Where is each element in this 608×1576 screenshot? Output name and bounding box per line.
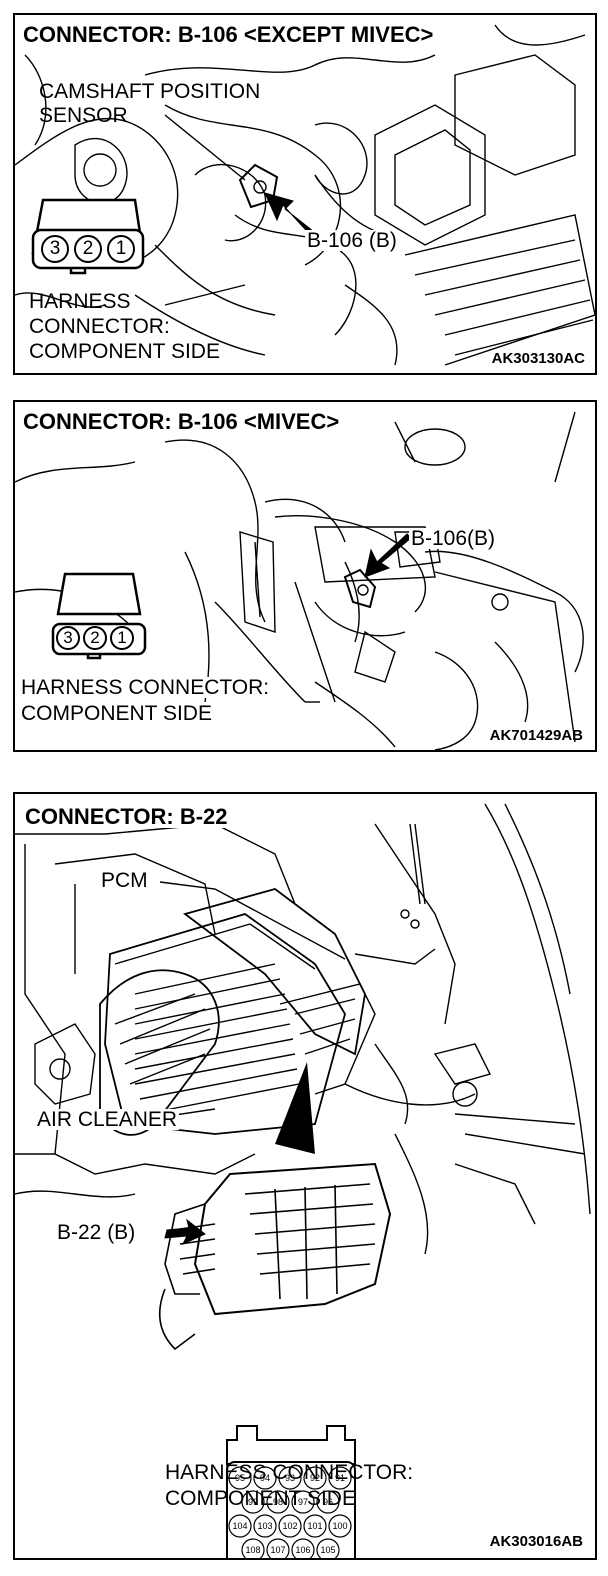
panel-title: CONNECTOR: B-106 <MIVEC>	[23, 409, 340, 434]
harness-label-line2: COMPONENT SIDE	[21, 702, 212, 725]
harness-label-line3: COMPONENT SIDE	[29, 340, 220, 363]
connector-callout: B-106(B)	[409, 527, 498, 550]
panel-title: CONNECTOR: B-106 <EXCEPT MIVEC>	[23, 22, 434, 47]
pin-label: 97	[297, 1497, 308, 1507]
harness-label-line2: COMPONENT SIDE	[165, 1487, 356, 1510]
engine-illustration	[15, 411, 584, 750]
pin-label: 105	[320, 1545, 336, 1555]
pin-label: 1	[117, 628, 127, 647]
pin-label: 2	[90, 628, 100, 647]
air-cleaner-callout: AIR CLEANER	[37, 1108, 180, 1131]
harness-label-line2: CONNECTOR:	[29, 315, 170, 338]
pin-label: 103	[257, 1521, 273, 1531]
pin-label: 91	[334, 1473, 345, 1483]
diagram-panel-b106-mivec: CONNECTOR: B-106 <MIVEC> B-106(B) 3 2 1 …	[13, 400, 597, 752]
pin-label: 99	[247, 1497, 258, 1507]
sensor-label-line2: SENSOR	[39, 104, 128, 127]
pin-label: 3	[63, 628, 73, 647]
harness-label-line1: HARNESS CONNECTOR:	[21, 677, 274, 698]
pin-label: 102	[282, 1521, 298, 1531]
pin-circles	[228, 1466, 352, 1558]
engine-bay-illustration	[15, 803, 591, 1558]
pin-label: 1	[115, 238, 127, 259]
pin-label: 108	[245, 1545, 261, 1555]
pin-label: 96	[322, 1497, 333, 1507]
sensor-label-line1: CAMSHAFT POSITION	[39, 80, 261, 103]
pin-label: 3	[49, 238, 61, 259]
pin-label: 106	[295, 1545, 311, 1555]
pin-label: 2	[82, 238, 94, 259]
connector-callout: B-22 (B)	[57, 1221, 136, 1244]
diagram-panel-b22: CONNECTOR: B-22 PCM AIR CLEANER B-22 (B)…	[13, 792, 597, 1560]
pin-label: 95	[234, 1473, 245, 1483]
pin-label: 107	[270, 1545, 286, 1555]
pin-label: 94	[259, 1473, 270, 1483]
harness-label-line1: HARNESS	[29, 290, 131, 313]
pin-label: 98	[272, 1497, 283, 1507]
harness-label-line1: HARNESS CONNECTOR:	[165, 1461, 414, 1484]
pin-label: 100	[332, 1521, 348, 1531]
pin-label: 92	[309, 1473, 320, 1483]
figure-code: AK701429AB	[489, 727, 583, 744]
pin-label: 93	[284, 1473, 295, 1483]
figure-code: AK303130AC	[491, 350, 585, 367]
connector-callout: B-106 (B)	[305, 229, 399, 252]
pin-label: 101	[307, 1521, 323, 1531]
diagram-panel-b106-except-mivec: CONNECTOR: B-106 <EXCEPT MIVEC> CAMSHAFT…	[13, 13, 597, 375]
pcm-callout: PCM	[101, 869, 148, 892]
pin-label: 104	[232, 1521, 248, 1531]
panel-title: CONNECTOR: B-22	[25, 806, 232, 828]
figure-code: AK303016AB	[489, 1533, 583, 1550]
